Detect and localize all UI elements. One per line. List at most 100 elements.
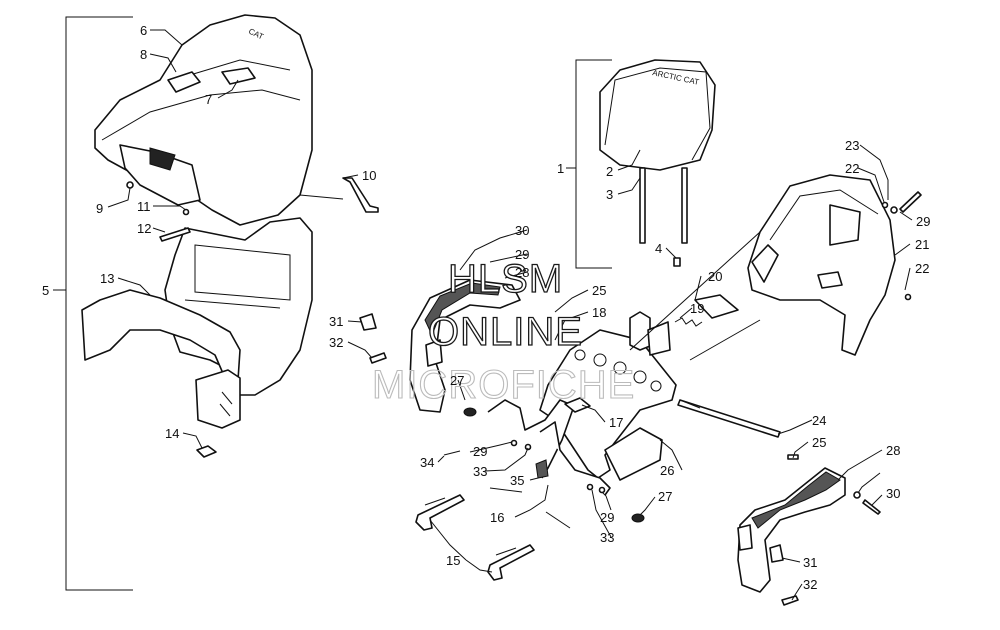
spring-35 [535,459,549,479]
watermark-line-2: ONLINE [428,310,583,354]
rod-24-seg [679,399,701,409]
post-3-left [639,167,646,244]
callout-21: 21 [915,237,929,252]
callout-9: 9 [96,201,103,216]
callout-28-left: 28 [515,265,529,280]
callout-29-upper-left: 29 [515,247,529,262]
bracket-17 [564,397,591,413]
seat-handle-7 [221,67,256,85]
post-3-right [681,167,688,244]
callout-30-left: 30 [515,223,529,238]
callout-20: 20 [708,269,722,284]
callout-27-left: 27 [450,373,464,388]
callout-32-left: 32 [329,335,343,350]
screw-32-left [369,352,387,364]
callout-33-lower: 33 [600,530,614,545]
callout-15: 15 [446,553,460,568]
bolt-30-right [862,499,881,515]
callout-16: 16 [490,510,504,525]
grab-handle-left [409,279,521,413]
callout-33-mid: 33 [473,464,487,479]
callout-5: 5 [42,283,49,298]
watermark: HLSM ONLINE MICROFICHE [371,256,635,407]
callout-13: 13 [100,271,114,286]
callout-12: 12 [137,221,151,236]
callout-29-mid: 29 [473,444,487,459]
grab-handle-right [737,467,846,593]
backrest-housing [747,174,896,356]
callout-8: 8 [140,47,147,62]
callout-19: 19 [690,301,704,316]
washer-27-right [631,513,645,523]
callout-10: 10 [362,168,376,183]
bolt-23 [899,191,922,213]
bracket-group-5 [65,16,133,591]
nut-22-top [881,201,889,209]
leader-lines [107,29,913,601]
cap-31-left [359,313,377,331]
callout-2: 2 [606,164,613,179]
callout-34: 34 [420,455,434,470]
backrest-frame [539,311,677,481]
washer-29-b [853,491,861,499]
callout-35: 35 [510,473,524,488]
bracket-14 [196,445,217,458]
watermark-line-3: MICROFICHE [372,363,635,407]
pin-16-lower [545,511,571,529]
bracket-12 [159,227,191,242]
callout-14: 14 [165,426,179,441]
nut-33-mid [524,443,532,451]
pin-16-upper [489,487,523,493]
callout-29-lower: 29 [600,510,614,525]
pin-34 [443,450,461,456]
spring-19 [674,317,703,327]
callout-4: 4 [655,241,662,256]
screw-32-right [781,595,799,606]
seat-cushion: CAT [94,14,313,226]
latch-15-lower [487,544,535,581]
callout-26: 26 [660,463,674,478]
backrest-pad: ARCTIC CAT [599,59,716,171]
callout-1: 1 [557,161,564,176]
callout-6: 6 [140,23,147,38]
callout-22-top: 22 [845,161,859,176]
callout-18: 18 [592,305,606,320]
callout-25-left: 25 [592,283,606,298]
linkage-16b [539,421,611,496]
screw-4 [673,257,681,267]
callout-23: 23 [845,138,859,153]
watermark-line-1: HLSM [448,257,563,301]
callout-11: 11 [137,199,151,214]
callout-29-upper-right: 29 [916,214,930,229]
seat-base [81,217,313,429]
rod-24 [677,399,781,438]
callout-32-right: 32 [803,577,817,592]
callout-3: 3 [606,187,613,202]
callout-24: 24 [812,413,826,428]
leader-10b [299,194,344,200]
callout-31-left: 31 [329,314,343,329]
strap-10 [342,177,379,213]
linkage-16 [487,399,575,479]
callout-25-right: 25 [812,435,826,450]
latch-15-upper [415,494,465,531]
cap-31-right [769,544,784,563]
callout-labels: 1 2 3 4 5 6 7 8 9 10 11 12 13 14 15 16 1… [42,23,930,592]
nut-33-lower [586,483,594,491]
callout-7: 7 [205,92,212,107]
clip-9 [126,181,134,189]
block-20 [694,294,739,319]
nut-22-bottom [904,293,912,301]
callout-30-right: 30 [886,486,900,501]
washer-29-right [890,206,898,214]
washer-29-lower [598,486,606,494]
callout-22-bottom: 22 [915,261,929,276]
callout-31-right: 31 [803,555,817,570]
bracket-group-1 [575,59,612,269]
washer-29-mid [510,439,518,447]
seat-insert-8 [167,71,201,93]
callout-17: 17 [609,415,623,430]
washer-11 [182,208,190,216]
